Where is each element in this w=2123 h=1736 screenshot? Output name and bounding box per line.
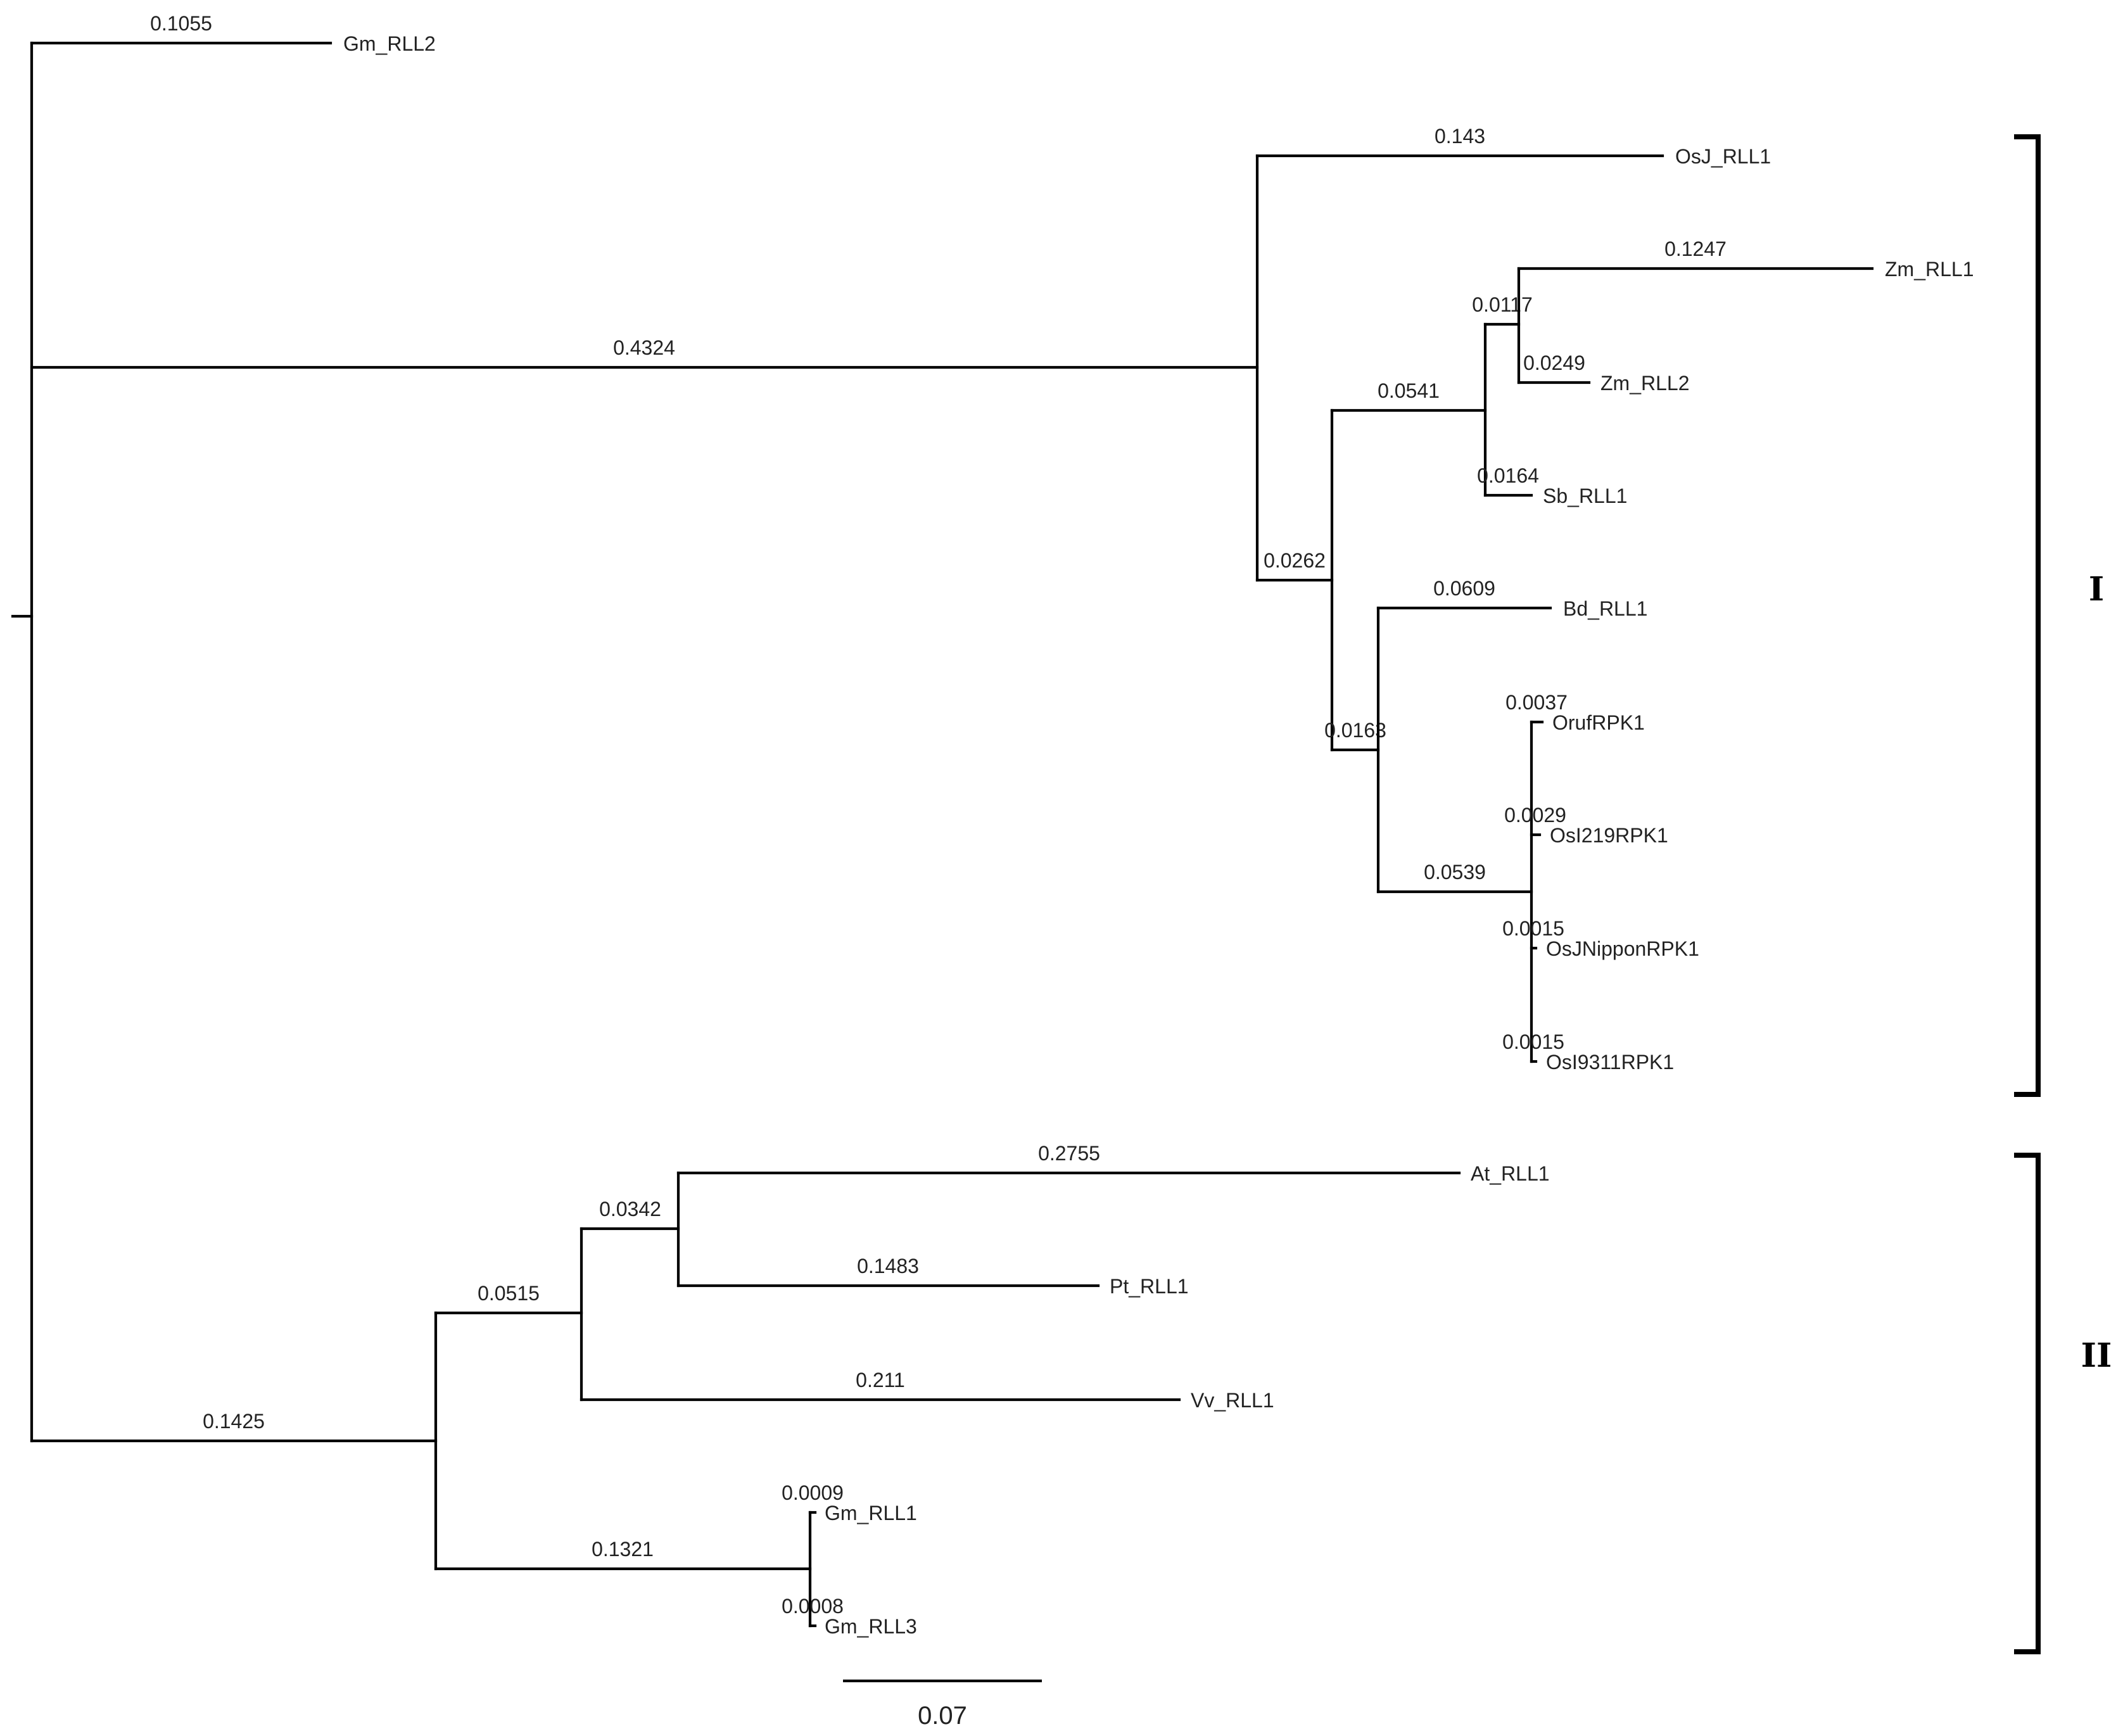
leaf-label-gm-rll1: Gm_RLL1: [825, 1502, 917, 1524]
leaf-label-osj-rll1: OsJ_RLL1: [1675, 145, 1771, 168]
leaf-label-gm-rll3: Gm_RLL3: [825, 1615, 917, 1638]
branch-length-zea: 0.0117: [1472, 293, 1533, 316]
branch-length-at-rll1: 0.2755: [1038, 1142, 1100, 1165]
leaf-label-osi9311rpk1: OsI9311RPK1: [1546, 1051, 1674, 1074]
leaf-label-vv-rll1: Vv_RLL1: [1191, 1389, 1274, 1412]
branch-length-pt-rll1: 0.1483: [857, 1255, 919, 1277]
branch-length-zm-rll2: 0.0249: [1523, 352, 1585, 374]
leaf-label-pt-rll1: Pt_RLL1: [1110, 1275, 1189, 1298]
leaf-label-gm-rll2: Gm_RLL2: [343, 32, 436, 55]
branch-length-oryza: 0.0539: [1424, 861, 1486, 884]
branch-length-dicot-clade: 0.1425: [203, 1410, 265, 1433]
branch-length-gm-rll3: 0.0008: [782, 1595, 844, 1618]
branch-length-glycine: 0.1321: [592, 1538, 654, 1561]
branch-length-monocot-clade: 0.4324: [613, 336, 675, 359]
branch-length-orufrpk1: 0.0037: [1505, 691, 1568, 714]
leaf-label-osi219rpk1: OsI219RPK1: [1550, 824, 1668, 847]
branch-length-bd-oryza: 0.0163: [1324, 719, 1386, 742]
branch-length-panicoid: 0.0541: [1378, 379, 1440, 402]
leaf-label-zm-rll1: Zm_RLL1: [1885, 258, 1974, 281]
branch-length-sb-rll1: 0.0164: [1477, 464, 1539, 487]
branch-length-rosid: 0.0515: [478, 1282, 540, 1305]
branch-length-gm-rll1: 0.0009: [782, 1481, 844, 1504]
scale-bar-label: 0.07: [918, 1702, 967, 1730]
branch-length-osi9311rpk1: 0.0015: [1502, 1030, 1564, 1053]
leaf-label-at-rll1: At_RLL1: [1471, 1162, 1550, 1185]
leaf-label-sb-rll1: Sb_RLL1: [1543, 485, 1627, 507]
leaf-label-osjnipponrpk1: OsJNipponRPK1: [1546, 937, 1699, 960]
leaf-label-bd-rll1: Bd_RLL1: [1563, 597, 1647, 620]
branch-length-zm-rll1: 0.1247: [1664, 238, 1727, 260]
clade-label-1: I: [2089, 570, 2104, 609]
branch-length-osj-rll1: 0.143: [1435, 125, 1485, 148]
branch-length-bd-rll1: 0.0609: [1433, 577, 1495, 600]
branch-length-at-pt: 0.0342: [599, 1198, 661, 1220]
leaf-label-orufrpk1: OrufRPK1: [1552, 711, 1645, 734]
branch-length-osi219rpk1: 0.0029: [1504, 804, 1566, 827]
branch-length-vv-rll1: 0.211: [856, 1369, 905, 1391]
clade-label-2: II: [2081, 1336, 2112, 1375]
leaf-label-zm-rll2: Zm_RLL2: [1600, 372, 1690, 395]
clade-bracket-2: [2014, 1153, 2041, 1654]
branch-length-grass-core: 0.0262: [1264, 549, 1326, 572]
branch-length-osjnipponrpk1: 0.0015: [1502, 917, 1564, 940]
clade-bracket-1: [2014, 134, 2041, 1097]
branch-length-gm-rll2: 0.1055: [150, 12, 212, 35]
